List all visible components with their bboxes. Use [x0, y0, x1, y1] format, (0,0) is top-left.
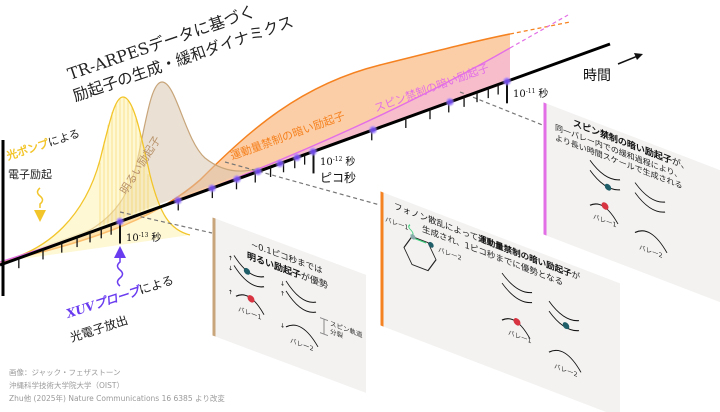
svg-text:↑: ↑	[228, 254, 233, 263]
svg-text:↓: ↓	[280, 322, 285, 331]
probe-dot	[445, 96, 455, 107]
pump-arrowhead-icon	[34, 210, 46, 222]
probe-dot	[275, 158, 285, 169]
svg-text:↓: ↓	[228, 264, 233, 273]
pump-photon-icon	[36, 187, 44, 208]
panel-momentum-dark-exciton: フォノン散乱によって運動量禁制の暗い励起子が 生成され、1ピコ秒までに優勢となる…	[380, 191, 620, 412]
tick-label-picosecond: ピコ秒	[320, 171, 356, 185]
pump-hatching	[99, 97, 149, 227]
probe-dot	[115, 216, 125, 227]
credit-institution: 沖縄科学技術大学院大学（OIST）	[9, 381, 124, 390]
probe-dot	[368, 124, 378, 135]
probe-dot	[207, 183, 217, 194]
svg-text:↑: ↑	[228, 288, 233, 297]
svg-text:↓: ↓	[280, 280, 285, 289]
probe-dot	[292, 152, 302, 163]
pump-label: 光ポンプによる	[4, 126, 82, 163]
probe-dot	[173, 195, 183, 206]
pump-curve	[0, 96, 191, 263]
connector-momentum	[224, 161, 381, 206]
svg-text:↑: ↑	[280, 290, 285, 299]
credit-source: Zhu他 (2025年) Nature Communications 16 63…	[9, 394, 225, 403]
connector-spin	[459, 91, 546, 127]
svg-text:光ポンプによる: 光ポンプによる	[4, 126, 82, 163]
time-axis-label: 時間	[583, 68, 611, 84]
probe-dots	[115, 76, 512, 227]
probe-dot	[502, 76, 512, 87]
pump-label-line2: 電子励起	[8, 168, 52, 181]
title: TR-ARPESデータに基づく 励起子の生成・緩和ダイナミクス	[65, 2, 296, 106]
probe-dot	[232, 174, 242, 185]
momentum-dark-area	[0, 34, 510, 262]
probe-label: XUVプローブによる 光電子放出	[64, 273, 176, 345]
credit-image: 画像：ジャック・フェザストーン	[9, 368, 121, 377]
time-arrowhead-icon	[634, 53, 643, 60]
spin-dark-extrapolation	[509, 14, 569, 49]
probe-dot	[253, 166, 263, 177]
probe-arrowhead-icon	[114, 246, 126, 258]
panel-bright-exciton: ~0.1ピコ秒までは 明るい励起子が優勢 ↑↓ ↓↑ ↑↓ スピン軌道 分裂 バ…	[212, 217, 366, 393]
time-axis	[0, 42, 611, 267]
momentum-dark-extrapolation	[509, 21, 571, 35]
probe-dot	[308, 146, 318, 157]
probe-photon-icon	[116, 258, 124, 287]
